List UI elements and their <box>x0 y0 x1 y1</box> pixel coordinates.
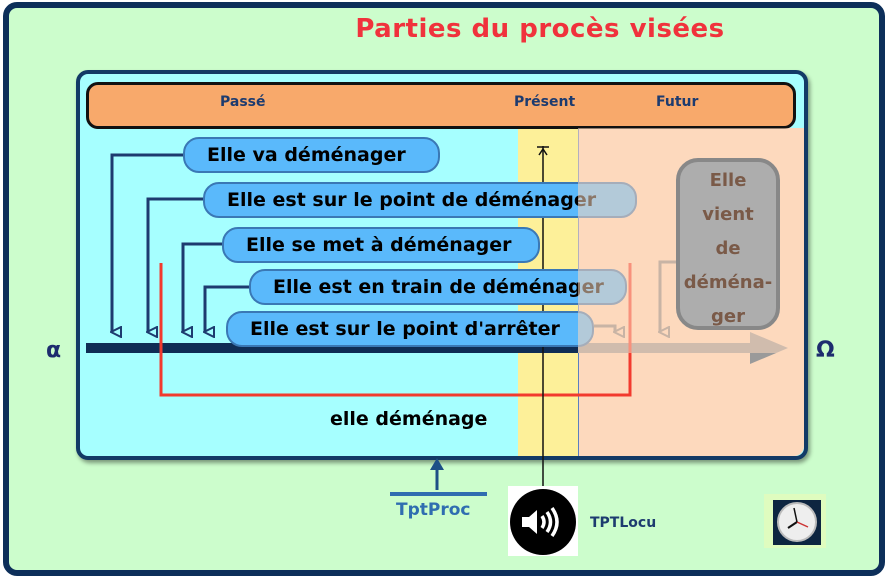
connector-3 <box>183 242 222 332</box>
timeline-future <box>578 343 753 353</box>
tptlocu-label: TPTLocu <box>590 515 657 531</box>
bubble-sur-le-point-de-demenager: Elle est sur le point de déménager <box>203 182 637 218</box>
connector-6 <box>660 260 676 332</box>
connector-5 <box>594 324 615 332</box>
bubble-vient-de-demenager: Elle vient de déména- ger <box>676 158 780 330</box>
timeline-past <box>86 343 578 353</box>
bubble-sur-le-point-d-arreter: Elle est sur le point d'arrêter <box>226 311 594 347</box>
clock-icon <box>773 500 821 545</box>
alpha-label: α <box>46 338 62 363</box>
after-line: de <box>715 238 741 259</box>
omega-label: Ω <box>816 338 835 363</box>
process-label: elle déménage <box>330 408 488 430</box>
tptproc-label: TptProc <box>396 500 471 520</box>
slide-title: Parties du procès visées <box>355 14 725 44</box>
header-future: Futur <box>656 94 699 110</box>
clock-button[interactable] <box>764 494 826 548</box>
connector-1 <box>112 153 183 332</box>
header-present: Présent <box>514 94 576 110</box>
speaker-icon[interactable] <box>508 486 578 556</box>
bubble-va-demenager: Elle va déménager <box>183 137 440 173</box>
header-past: Passé <box>220 94 266 110</box>
time-header <box>86 82 796 129</box>
timeline-arrowhead <box>750 332 788 364</box>
bubble-en-train-de-demenager: Elle est en train de déménager <box>249 269 627 305</box>
after-line: Elle <box>709 170 747 191</box>
connector-2 <box>148 197 203 332</box>
after-line: vient <box>702 204 754 225</box>
bubble-se-met-a-demenager: Elle se met à déménager <box>222 227 540 263</box>
connector-4 <box>205 285 249 332</box>
after-line: ger <box>711 306 745 327</box>
after-line: déména- <box>683 272 773 293</box>
